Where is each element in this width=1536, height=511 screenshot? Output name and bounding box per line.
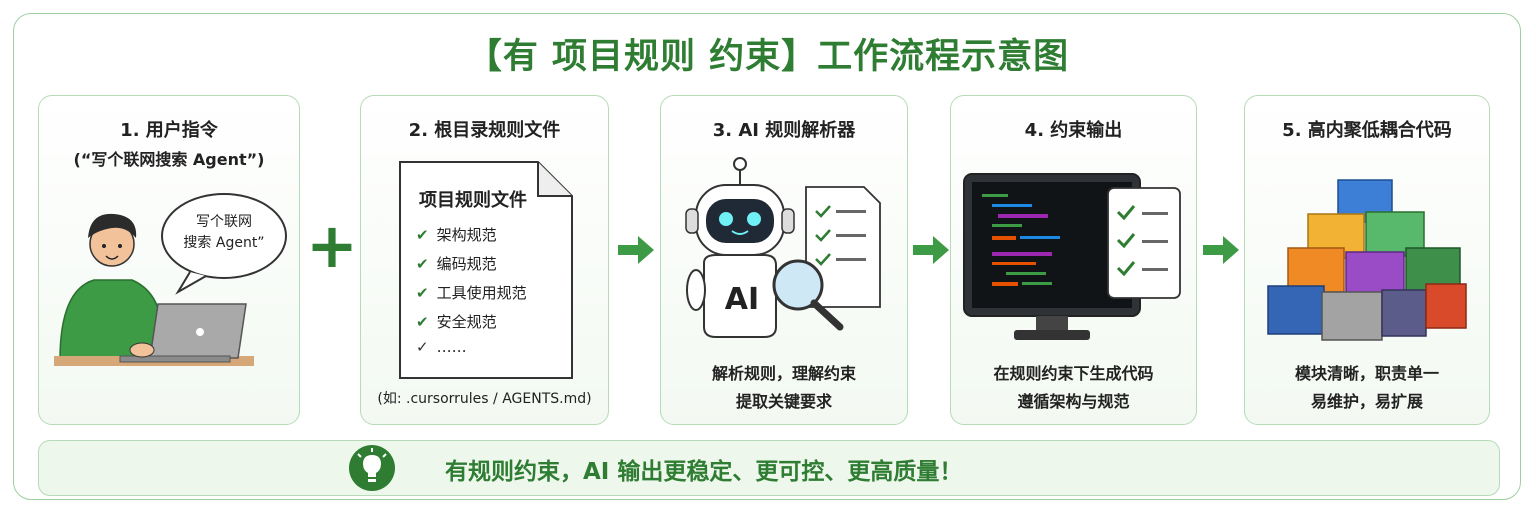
step-5-line-1: 模块清晰，职责单一: [1294, 364, 1439, 383]
step-4-line-1: 在规则约束下生成代码: [993, 364, 1154, 383]
code-monitor-illustration: [963, 173, 1181, 340]
check-outline-icon: ✓: [416, 338, 429, 356]
step-5-title: 5. 高内聚低耦合代码: [1282, 120, 1452, 141]
step-1-title: 1. 用户指令: [120, 120, 218, 141]
diagram-title: 【有 项目规则 约束】工作流程示意图: [466, 37, 1070, 77]
step-3-title: 3. AI 规则解析器: [712, 120, 856, 141]
module-cubes-illustration: [1267, 179, 1467, 341]
doc-title: 项目规则文件: [419, 190, 527, 211]
speech-bubble-line-2: 搜索 Agent”: [183, 235, 265, 251]
step-4-description: 在规则约束下生成代码 遵循架构与规范: [951, 360, 1196, 416]
step-4-title: 4. 约束输出: [1024, 120, 1123, 141]
step-3-line-1: 解析规则，理解约束: [711, 364, 856, 383]
step-5-line-2: 易维护，易扩展: [1310, 392, 1423, 411]
arrow-right-icon: [913, 236, 949, 264]
check-icon: ✔: [416, 284, 429, 302]
rule-item: ✔安全规范: [416, 313, 497, 331]
arrow-right-icon: [1203, 236, 1239, 264]
plus-icon: +: [306, 209, 358, 282]
ai-robot-illustration: [685, 157, 881, 338]
speech-bubble-line-1: 写个联网: [196, 214, 252, 230]
step-2-title: 2. 根目录规则文件: [408, 120, 561, 141]
rule-item: ✔工具使用规范: [416, 284, 527, 302]
rule-item: ✓……: [416, 338, 467, 356]
step-3-line-2: 提取关键要求: [735, 392, 832, 411]
step-3-description: 解析规则，理解约束 提取关键要求: [661, 360, 907, 416]
check-icon: ✔: [416, 226, 429, 244]
summary-text: 有规则约束，AI 输出更稳定、更可控、更高质量！: [445, 459, 963, 485]
lightbulb-icon: [349, 445, 395, 491]
robot-label: AI: [724, 282, 760, 317]
arrow-right-icon: [618, 236, 654, 264]
check-icon: ✔: [416, 313, 429, 331]
check-icon: ✔: [416, 255, 429, 273]
step-5-description: 模块清晰，职责单一 易维护，易扩展: [1245, 360, 1489, 416]
rule-item: ✔架构规范: [416, 226, 497, 244]
step-4-line-2: 遵循架构与规范: [1017, 392, 1130, 411]
user-laptop-illustration: [54, 193, 287, 366]
summary-bar: [38, 440, 1500, 496]
step-2-note: (如: .cursorrules / AGENTS.md): [377, 391, 592, 407]
speech-bubble: 写个联网 搜索 Agent”: [169, 212, 279, 254]
rule-item: ✔编码规范: [416, 255, 497, 273]
step-1-subtitle: (“写个联网搜索 Agent”): [73, 150, 265, 169]
rules-document-icon: [399, 161, 573, 379]
